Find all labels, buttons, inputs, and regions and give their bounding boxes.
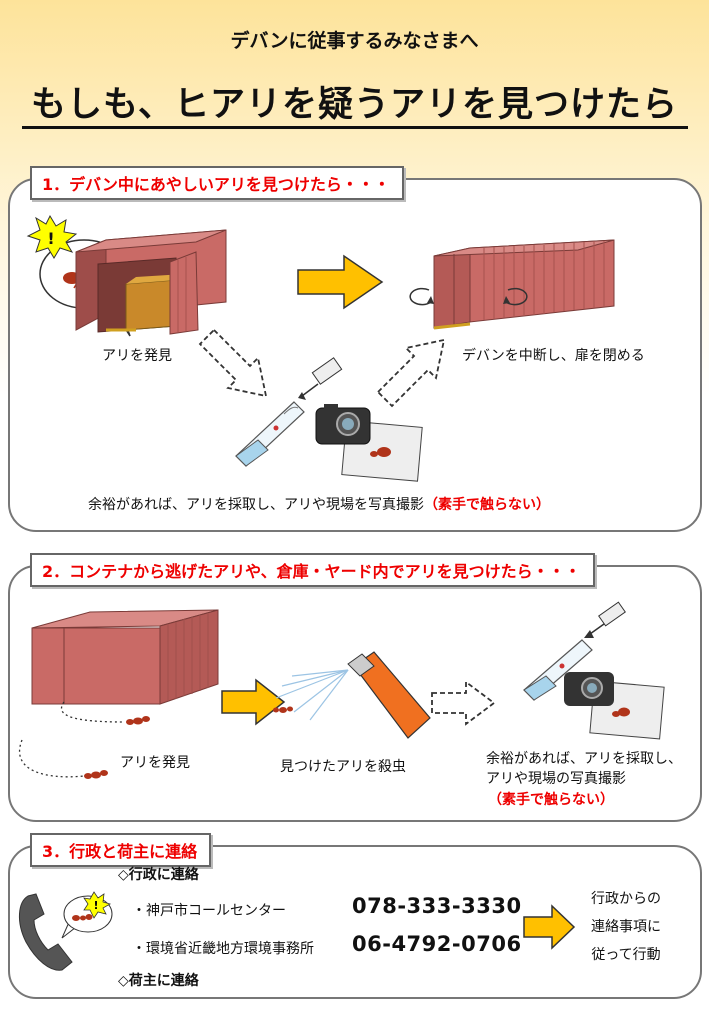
- section2-heading: 2．コンテナから逃げたアリや、倉庫・ヤード内でアリを見つけたら・・・: [30, 553, 595, 587]
- ant-icon: [84, 770, 108, 779]
- contact-phone-number[interactable]: 06-4792-0706: [352, 932, 522, 956]
- alert-burst-icon: [83, 891, 112, 919]
- sample-tube-illustration: [523, 601, 626, 701]
- photo-warning: （素手で触らない）: [424, 497, 550, 513]
- ant-icon: [618, 707, 630, 717]
- ant-icon: [377, 447, 391, 457]
- camera-photo-illustration: [315, 404, 423, 482]
- contact-name: ・神戸市コールセンター: [132, 903, 286, 919]
- alert-burst-icon: [26, 214, 78, 259]
- ant-icon: [126, 716, 150, 725]
- dashed-arrow-up-right-icon: [376, 338, 446, 408]
- page-title: もしも、ヒアリを疑うアリを見つけたら: [31, 85, 678, 125]
- section1-heading: 1．デバン中にあやしいアリを見つけたら・・・: [30, 166, 404, 200]
- section1-close-caption: デバンを中断し、扉を閉める: [462, 348, 645, 364]
- rotate-arrow-icon: [409, 287, 434, 306]
- dashed-arrow-right-icon: [431, 680, 496, 726]
- action-line: 連絡事項に: [591, 919, 661, 935]
- contact-name: ・環境省近畿地方環境事務所: [132, 941, 314, 957]
- section2-photo-caption-line1: 余裕があれば、アリを採取し、: [486, 751, 682, 767]
- ant-trail-illustration: [19, 701, 150, 779]
- telephone-icon: [19, 893, 73, 971]
- page-subtitle: デバンに従事するみなさまへ: [230, 30, 479, 52]
- rotate-arrow-icon: [503, 287, 528, 306]
- camera-photo-illustration: [564, 672, 665, 740]
- section2-photo-caption-line2: アリや現場の写真撮影: [486, 771, 626, 787]
- section2-kill-caption: 見つけたアリを殺虫: [280, 759, 406, 775]
- section1-found-caption: アリを発見: [102, 348, 172, 364]
- action-line: 行政からの: [591, 891, 661, 907]
- alert-ant-bubble: !: [61, 891, 113, 939]
- arrow-right-icon: [523, 904, 576, 950]
- section2-photo-warning: （素手で触らない）: [488, 792, 614, 808]
- title-underline: [22, 126, 688, 129]
- section2-found-caption: アリを発見: [120, 755, 190, 771]
- section3-panel: [8, 845, 702, 999]
- gov-contact-heading: ◇行政に連絡: [118, 867, 199, 883]
- arrow-right-icon: [221, 678, 286, 726]
- ant-icon: [273, 706, 293, 713]
- section1-photo-caption: 余裕があれば、アリを採取し、アリや現場を写真撮影（素手で触らない）: [88, 494, 550, 514]
- arrow-right-icon: [297, 254, 384, 310]
- ant-icon: [72, 914, 93, 921]
- closed-container-illustration: [433, 239, 615, 330]
- contact-phone-number[interactable]: 078-333-3330: [352, 894, 522, 918]
- alert-mark: !: [93, 899, 98, 912]
- open-container-illustration: [75, 229, 227, 335]
- photo-caption-text: 余裕があれば、アリを採取し、アリや現場を写真撮影: [88, 497, 424, 513]
- sample-tube-illustration: [235, 357, 343, 467]
- dashed-arrow-down-right-icon: [198, 328, 268, 398]
- long-container-illustration: [31, 609, 219, 705]
- section3-heading: 3．行政と荷主に連絡: [30, 833, 212, 867]
- owner-contact-heading: ◇荷主に連絡: [118, 973, 199, 989]
- insecticide-spray-illustration: [273, 651, 431, 739]
- action-line: 従って行動: [591, 947, 661, 963]
- alert-mark: !: [47, 229, 54, 248]
